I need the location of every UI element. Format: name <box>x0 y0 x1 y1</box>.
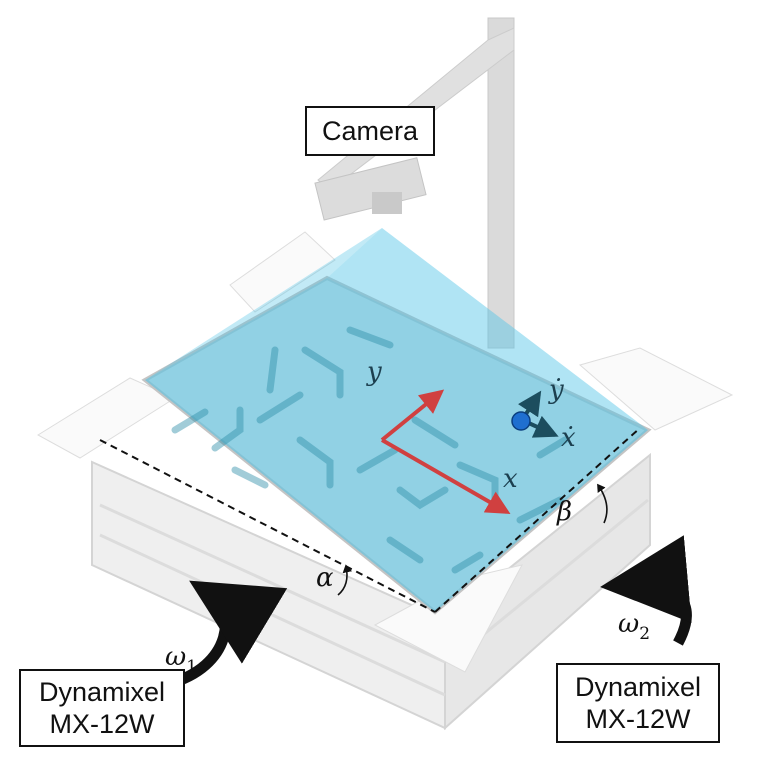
motor-right-label-box: Dynamixel MX-12W <box>556 663 720 743</box>
ball-velocity <box>511 390 559 438</box>
beta-arrow <box>597 483 608 524</box>
motor-right-label-line1: Dynamixel <box>574 672 702 702</box>
motor-left-label-line1: Dynamixel <box>38 677 166 707</box>
motor-right-label-line2: MX-12W <box>585 704 691 734</box>
camera-label: Camera <box>321 116 419 146</box>
board-y-label: y <box>366 357 382 387</box>
omega2-subscript: 2 <box>639 624 650 644</box>
alpha-label: α <box>316 563 334 593</box>
omega1-subscript: 1 <box>186 657 197 677</box>
board-x-label: x <box>503 464 518 494</box>
camera-label-box: Camera <box>305 106 435 156</box>
ball <box>511 411 531 431</box>
beta-label: β <box>556 497 572 527</box>
board-x-axis <box>381 438 511 514</box>
camera-field-of-view <box>145 228 648 612</box>
ball-xdot-label: ẋ <box>561 423 576 453</box>
alpha-arrow <box>337 564 353 596</box>
board-axes <box>380 389 511 514</box>
board-y-axis <box>380 389 445 442</box>
omega2-label: ω2 <box>618 609 650 644</box>
omega1-rotation-arrow <box>166 580 288 690</box>
tilt-axes <box>99 427 641 613</box>
motor-left-label-box: Dynamixel MX-12W <box>19 669 185 747</box>
omega2-rotation-arrow <box>600 535 692 646</box>
omega1-label: ω1 <box>165 642 197 677</box>
motor-left-label-line2: MX-12W <box>49 709 155 739</box>
ball-ydot-label: ẏ <box>548 375 564 405</box>
